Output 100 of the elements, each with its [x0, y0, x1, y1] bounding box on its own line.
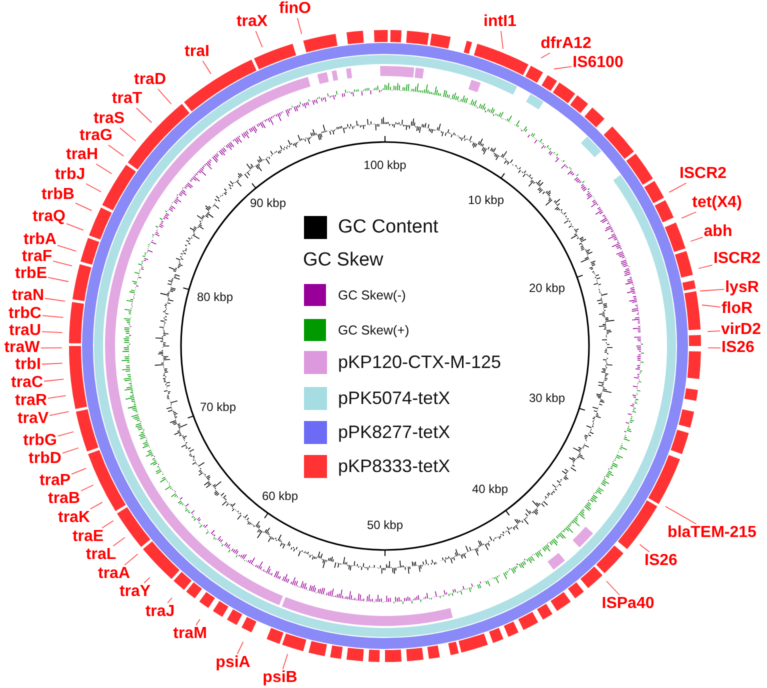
- legend-label: GC Skew(+): [338, 324, 410, 336]
- gene-label: psiA: [216, 655, 250, 671]
- gene-label: traQ: [32, 209, 66, 225]
- gene-label: trbG: [23, 433, 57, 449]
- gene-label: traL: [86, 547, 116, 563]
- leader-line: [158, 88, 172, 104]
- leader-line: [136, 108, 152, 124]
- leader-line: [42, 315, 64, 318]
- gene-label: trbJ: [54, 167, 86, 183]
- gene-label: trbA: [24, 232, 56, 248]
- scale-label: 70 kbp: [200, 401, 236, 413]
- gene-label: trbD: [28, 451, 62, 467]
- leader-line: [639, 544, 650, 552]
- gene-label: traS: [93, 111, 125, 127]
- gene-label: trbI: [15, 357, 41, 373]
- gene-label: traH: [66, 147, 98, 163]
- leader-line: [196, 618, 200, 626]
- leader-line: [500, 30, 504, 50]
- gene-label: psiB: [262, 670, 298, 686]
- leader-line: [282, 654, 288, 670]
- leader-line: [49, 411, 70, 416]
- gene-label: ISCR2: [713, 251, 761, 267]
- scale-label: 80 kbp: [196, 291, 234, 303]
- leader-line: [40, 347, 62, 348]
- leader-line: [96, 164, 112, 174]
- gene-label: traN: [12, 288, 44, 304]
- gene-label: tet(X4): [692, 195, 742, 211]
- legend-label: GC Content: [338, 218, 438, 236]
- gene-label: traR: [15, 393, 47, 409]
- scale-label: 100 kbp: [364, 159, 406, 171]
- gene-label: trbC: [8, 306, 42, 322]
- leader-line: [698, 264, 713, 269]
- leader-line: [124, 554, 138, 566]
- gene-label: traB: [48, 491, 80, 507]
- leader-line: [86, 183, 102, 192]
- legend-label: pPK8277-tetX: [338, 423, 450, 441]
- gene-label: trbB: [42, 187, 74, 203]
- leader-line: [144, 577, 150, 584]
- gene-label: dfrA12: [540, 36, 592, 52]
- leader-line: [75, 202, 92, 212]
- leader-line: [606, 580, 620, 596]
- legend-heading: GC Skew: [303, 250, 384, 270]
- gene-label: floR: [721, 301, 753, 317]
- leader-line: [90, 502, 103, 510]
- gene-label: traG: [80, 128, 112, 144]
- gene-label: traM: [173, 626, 207, 642]
- gene-label: traY: [119, 584, 151, 600]
- leader-line: [71, 468, 86, 475]
- leader-line: [681, 212, 697, 219]
- leader-line: [112, 537, 126, 546]
- leader-line: [554, 66, 572, 70]
- leader-line: [668, 182, 687, 193]
- leader-line: [52, 260, 73, 266]
- gene-label: traF: [22, 249, 52, 265]
- leader-line: [120, 128, 136, 142]
- leader-line: [44, 378, 64, 382]
- gene-label: trbE: [15, 266, 47, 282]
- leader-line: [664, 506, 697, 524]
- leader-line: [102, 520, 114, 528]
- leader-line: [41, 362, 63, 365]
- leader-line: [80, 484, 94, 492]
- scale-label: 20 kbp: [528, 282, 566, 294]
- scale-label: 40 kbp: [472, 483, 508, 495]
- leader-line: [690, 236, 704, 242]
- gene-label: finO: [279, 1, 311, 17]
- leader-line: [167, 598, 172, 604]
- leader-line: [57, 244, 77, 252]
- gene-label: traK: [58, 510, 90, 526]
- gene-label: traW: [4, 340, 40, 356]
- leader-line: [62, 447, 79, 454]
- gene-label: abh: [704, 224, 732, 240]
- legend-label: GC Skew(-): [338, 288, 406, 302]
- scale-label: 90 kbp: [250, 197, 286, 209]
- legend-label: pKP8333-tetX: [338, 457, 450, 475]
- gene-label: traD: [134, 72, 166, 88]
- gene-label: traP: [39, 473, 71, 489]
- leader-line: [48, 395, 66, 399]
- scale-label: 50 kbp: [366, 519, 404, 531]
- gene-label: traJ: [145, 604, 175, 620]
- gene-label: virD2: [720, 322, 762, 338]
- leader-line: [700, 288, 725, 292]
- gene-label: ISCR2: [679, 166, 727, 182]
- gene-label: traA: [98, 566, 130, 582]
- leader-line: [42, 331, 63, 333]
- leader-line: [296, 18, 302, 34]
- leader-line: [66, 223, 84, 231]
- leader-line: [702, 304, 721, 308]
- gene-label: IS26: [722, 340, 754, 356]
- gene-label: traE: [72, 529, 104, 545]
- leader-line: [707, 330, 720, 332]
- gene-label: intI1: [484, 14, 516, 30]
- gene-label: traT: [112, 91, 142, 107]
- leader-line: [48, 277, 69, 282]
- leader-line: [255, 30, 263, 48]
- gene-label: traU: [9, 323, 41, 339]
- leader-line: [540, 52, 550, 58]
- gene-label: traI: [184, 44, 210, 60]
- legend-label: pKP120-CTX-M-125: [338, 353, 502, 371]
- leader-line: [236, 641, 244, 654]
- gene-label: blaTEM-215: [668, 525, 756, 541]
